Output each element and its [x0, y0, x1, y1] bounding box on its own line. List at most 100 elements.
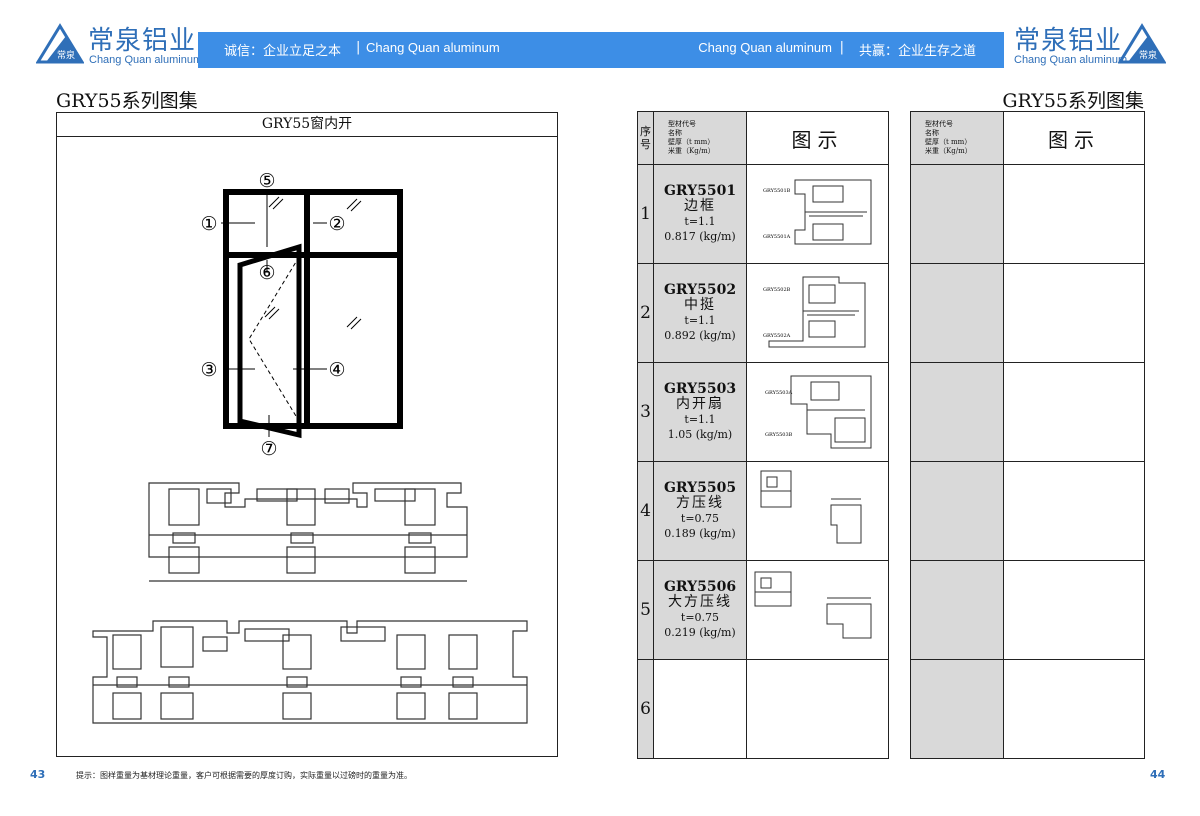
slogan-band-right: Chang Quan aluminum | 共赢：企业生存之道 — [600, 32, 1004, 68]
profile-weight: 0.189 (kg/m) — [664, 527, 736, 540]
profile-drawing: GRY5503A GRY5503B — [746, 362, 889, 462]
page-header: 常泉 常泉铝业 Chang Quan aluminum 诚信：企业立足之本 | … — [0, 0, 1200, 76]
profile-section-lower — [92, 620, 528, 724]
profile-drawing: GRY5501B GRY5501A — [746, 164, 889, 264]
header-prop-line: 名称 — [668, 129, 682, 137]
header-num: 序号 — [637, 111, 654, 165]
section-label: GRY5503B — [765, 432, 793, 438]
header-properties: 型材代号 名称 壁厚（t mm） 米重（Kg/m） — [653, 111, 747, 165]
profile-drawing — [746, 659, 889, 759]
callout-4: ④ — [328, 359, 345, 381]
empty-cell — [910, 263, 1004, 363]
empty-cell — [1003, 263, 1145, 363]
table-header-row: 型材代号 名称 壁厚（t mm） 米重（Kg/m） 图示 — [910, 111, 1145, 165]
slogan-brand-en: Chang Quan aluminum — [698, 40, 832, 55]
slogan-separator: | — [839, 40, 844, 55]
footer-note: 提示：图样重量为基材理论重量，客户可根据需要的厚度订购，实际重量以过磅时的重量为… — [76, 771, 412, 780]
profile-thickness: t=1.1 — [684, 215, 716, 228]
row-number: 1 — [637, 164, 654, 264]
profile-code: GRY5501 — [663, 183, 737, 199]
profile-code: GRY5505 — [663, 480, 737, 496]
profile-section-drawing: GRY5503A GRY5503B — [765, 375, 872, 448]
table-header-row: 序号 型材代号 名称 壁厚（t mm） 米重（Kg/m） 图示 — [637, 111, 889, 165]
slogan-brand-en: Chang Quan aluminum — [366, 40, 500, 55]
table-row — [910, 362, 1145, 462]
section-label: GRY5501A — [763, 234, 791, 240]
profile-weight: 0.817 (kg/m) — [664, 230, 736, 243]
empty-cell — [910, 362, 1004, 462]
profile-thickness: t=1.1 — [684, 413, 716, 426]
table-row: 2 GRY5502 中挺 t=1.1 0.892 (kg/m) GRY5502B… — [637, 263, 889, 363]
row-number: 3 — [637, 362, 654, 462]
table-row: 3 GRY5503 内开扇 t=1.1 1.05 (kg/m) GRY5503A… — [637, 362, 889, 462]
slogan-band-left: 诚信：企业立足之本 | Chang Quan aluminum — [198, 32, 600, 68]
profile-name: 边框 — [684, 198, 716, 214]
brand-name-en: Chang Quan aluminum — [89, 54, 203, 66]
table-row — [910, 659, 1145, 759]
profile-code: GRY5506 — [663, 579, 737, 595]
header-prop-line: 型材代号 — [925, 120, 953, 128]
callout-3: ③ — [200, 359, 217, 381]
row-properties: GRY5502 中挺 t=1.1 0.892 (kg/m) — [653, 263, 747, 363]
section-label: GRY5502B — [763, 287, 791, 293]
slogan-left: 诚信：企业立足之本 — [224, 44, 342, 59]
table-row: 6 — [637, 659, 889, 759]
profile-code: GRY5503 — [663, 381, 737, 397]
profile-name: 大方压线 — [668, 594, 732, 610]
profile-table: 序号 型材代号 名称 壁厚（t mm） 米重（Kg/m） 图示 1 GRY550… — [637, 111, 889, 759]
table-row — [910, 461, 1145, 561]
callout-1: ① — [200, 213, 217, 235]
table-row — [910, 560, 1145, 660]
callout-5: ⑤ — [258, 170, 275, 192]
profile-drawing: GRY5502B GRY5502A — [746, 263, 889, 363]
table-row: 1 GRY5501 边框 t=1.1 0.817 (kg/m) GRY5501B… — [637, 164, 889, 264]
header-prop-line: 型材代号 — [668, 120, 696, 128]
header-prop-line: 米重（Kg/m） — [668, 147, 715, 155]
table-row: 5 GRY5506 大方压线 t=0.75 0.219 (kg/m) — [637, 560, 889, 660]
brand-name-cn: 常泉铝业 — [1014, 26, 1123, 56]
header-prop-line: 壁厚（t mm） — [668, 138, 715, 146]
section-label: GRY5502A — [763, 333, 791, 339]
page-number-right: 44 — [1150, 768, 1166, 781]
slogan-separator: | — [356, 40, 361, 55]
callout-7: ⑦ — [260, 438, 277, 460]
table-row — [910, 263, 1145, 363]
page-number-left: 43 — [30, 768, 46, 781]
row-properties — [653, 659, 747, 759]
row-number: 2 — [637, 263, 654, 363]
profile-table-empty: 型材代号 名称 壁厚（t mm） 米重（Kg/m） 图示 — [910, 111, 1145, 759]
row-properties: GRY5505 方压线 t=0.75 0.189 (kg/m) — [653, 461, 747, 561]
profile-weight: 0.219 (kg/m) — [664, 626, 736, 639]
header-properties: 型材代号 名称 壁厚（t mm） 米重（Kg/m） — [910, 111, 1004, 165]
profile-weight: 0.892 (kg/m) — [664, 329, 736, 342]
empty-cell — [1003, 461, 1145, 561]
empty-cell — [910, 560, 1004, 660]
row-properties: GRY5503 内开扇 t=1.1 1.05 (kg/m) — [653, 362, 747, 462]
profile-section-upper — [148, 482, 468, 582]
profile-thickness: t=0.75 — [680, 512, 720, 525]
window-elevation-drawing: ⑤ ① ② ⑥ ③ ④ ⑦ — [92, 170, 528, 724]
drawing-caption: GRY55窗内开 — [57, 113, 557, 137]
profile-section-drawing: GRY5501B GRY5501A — [763, 179, 872, 244]
header-prop-line: 名称 — [925, 129, 939, 137]
callout-2: ② — [328, 213, 345, 235]
profile-drawing — [746, 461, 889, 561]
row-number: 6 — [637, 659, 654, 759]
profile-section-drawing — [754, 571, 872, 638]
header-drawing: 图示 — [746, 111, 889, 165]
profile-thickness: t=0.75 — [680, 611, 720, 624]
empty-cell — [910, 461, 1004, 561]
profile-thickness: t=1.1 — [684, 314, 716, 327]
profile-code: GRY5502 — [663, 282, 737, 298]
profile-name: 方压线 — [676, 495, 724, 511]
brand-logo-right: 常泉铝业 Chang Quan aluminum 常泉 — [1010, 16, 1180, 74]
profile-name: 内开扇 — [676, 396, 724, 412]
brand-logo-left: 常泉 常泉铝业 Chang Quan aluminum — [36, 16, 226, 74]
profile-drawing — [746, 560, 889, 660]
window-elevation — [221, 189, 403, 439]
brand-name-cn: 常泉铝业 — [88, 26, 197, 56]
table-row — [910, 164, 1145, 264]
brand-mark-text: 常泉 — [1139, 49, 1157, 61]
callout-6: ⑥ — [258, 262, 275, 284]
brand-mark-icon: 常泉 — [1118, 23, 1166, 64]
